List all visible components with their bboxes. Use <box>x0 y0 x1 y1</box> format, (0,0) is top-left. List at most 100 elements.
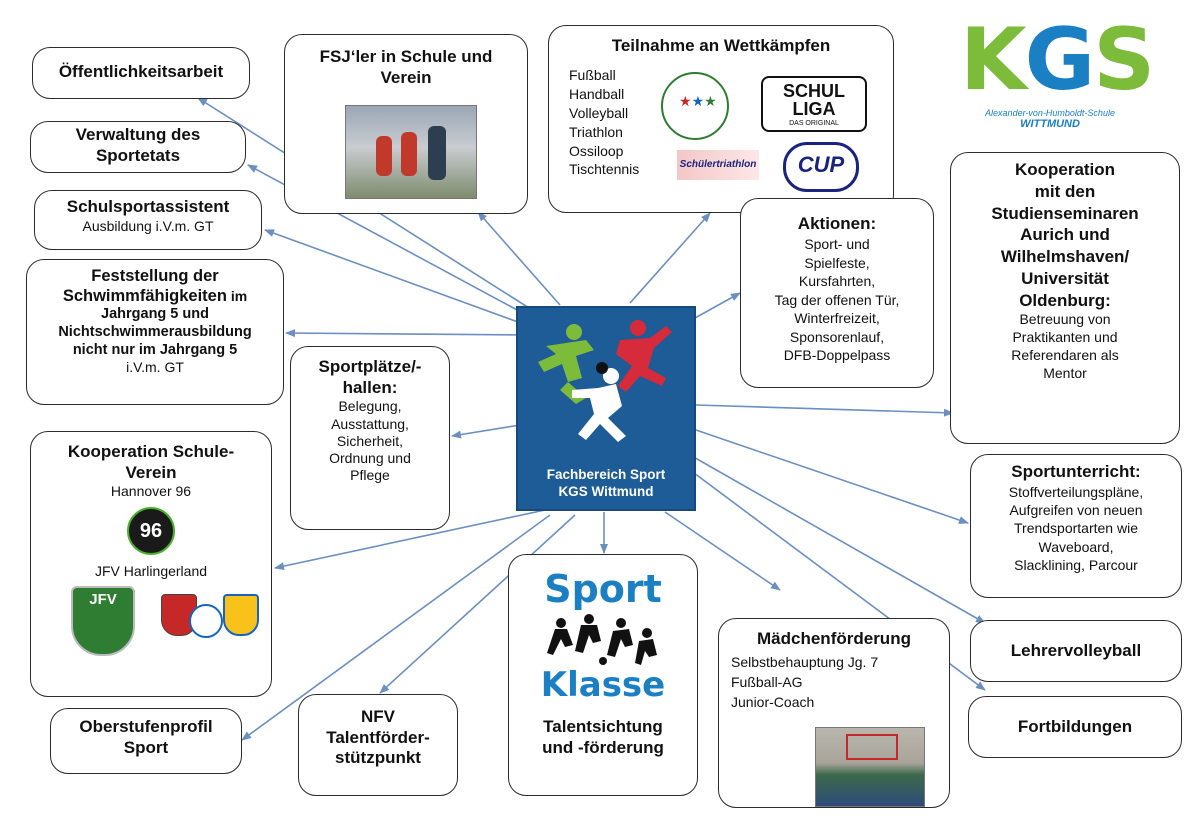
seminar-line: mit den <box>1034 181 1096 201</box>
sportplaetze-item: Sicherheit, <box>336 432 404 449</box>
wettkampf-item: Ossiloop <box>569 142 624 159</box>
box-verwaltung: Verwaltung des Sportetats <box>30 121 246 173</box>
fortbildungen-title: Fortbildungen <box>1017 717 1133 736</box>
arrow-kooperation-verein <box>274 509 546 571</box>
arrow-nfv <box>379 514 576 694</box>
sportunterricht-item: Slacklining, Parcour <box>1014 556 1138 573</box>
arrow-fsj <box>477 211 561 306</box>
sportunterricht-item: Aufgreifen von neuen <box>1009 502 1143 519</box>
aktionen-item: Kursfahrten, <box>798 273 876 290</box>
sportplaetze-title1: Sportplätze/- <box>318 357 422 376</box>
aktionen-item: Sport- und <box>804 236 870 253</box>
sportklasse-logo-text2: Klasse <box>540 665 666 705</box>
schulsportassistent-title: Schulsportassistent <box>66 197 230 216</box>
box-wettkaempfe: Teilnahme an Wettkämpfen Fußball Handbal… <box>548 25 894 213</box>
wettkaempfe-list: Fußball Handball Volleyball Triathlon Os… <box>569 66 639 179</box>
hub-line2: KGS Wittmund <box>558 484 654 500</box>
arrow-sportunterricht <box>695 429 969 524</box>
player-figure-icon <box>401 132 417 176</box>
club-crest-svb-icon <box>189 603 223 638</box>
talent-title1: Talentsichtung <box>543 717 663 736</box>
kgs-caption1: Alexander-von-Humboldt-Schule <box>985 108 1115 118</box>
fsj-title2: Verein <box>380 67 432 87</box>
seminar-line: Studienseminaren <box>991 203 1139 223</box>
seminar-item: Betreuung von <box>1019 311 1111 328</box>
sportunterricht-item: Waveboard, <box>1038 538 1114 555</box>
seminar-item: Mentor <box>1043 364 1087 381</box>
kgs-letter-k: K <box>960 10 1027 110</box>
box-lehrervolleyball: Lehrervolleyball <box>970 620 1182 682</box>
fsj-title1: FSJ‘ler in Schule und <box>319 47 493 66</box>
jfv-badge-text: JFV <box>89 590 117 608</box>
maedchen-item: Fußball-AG <box>731 674 803 691</box>
box-nfv: NFV Talentförder- stützpunkt <box>298 694 458 796</box>
arrow-maedchen <box>664 511 781 591</box>
verwaltung-title1: Verwaltung des <box>75 125 201 144</box>
jfv-shield-icon: JFV <box>71 585 135 656</box>
stars-icon: ★★★ <box>679 93 717 109</box>
sportunterricht-title: Sportunterricht: <box>1011 462 1141 481</box>
player-figure-icon <box>428 126 446 180</box>
maedchen-title: Mädchenförderung <box>757 629 911 648</box>
seminar-line: Kooperation <box>1014 160 1116 179</box>
box-maedchenfoerderung: Mädchenförderung Selbstbehauptung Jg. 7 … <box>718 618 950 808</box>
maedchen-group-photo <box>815 727 925 807</box>
club-jfv: JFV Harlingerland <box>94 562 208 579</box>
verwaltung-title2: Sportetats <box>95 145 181 165</box>
box-schwimmfaehigkeit: Feststellung der Schwimmfähigkeiten im J… <box>26 259 284 405</box>
sportplaetze-item: Ordnung und <box>329 449 411 466</box>
aktionen-item: Sponsorenlauf, <box>789 328 885 345</box>
seminar-item: Praktikanten und <box>1012 329 1118 346</box>
wettkampf-item: Tischtennis <box>569 161 640 178</box>
jugend-trainiert-logo: ★★★ <box>661 72 729 140</box>
aktionen-item: Winterfreizeit, <box>794 310 880 327</box>
hannover-96-logo: 96 <box>127 506 175 555</box>
kgs-school-logo: KGS Alexander-von-Humboldt-Schule WITTMU… <box>960 10 1155 148</box>
wettkampf-item: Handball <box>569 85 625 102</box>
club-crest-sv-icon <box>223 593 259 636</box>
schwimm-line3: Jahrgang 5 und <box>101 306 209 323</box>
kgs-caption2: WITTMUND <box>1020 118 1080 130</box>
box-talentsichtung: Sport Klasse Talentsichtung und -förderu… <box>508 554 698 796</box>
aktionen-item: Tag der offenen Tür, <box>774 291 900 308</box>
fsj-photo <box>345 105 477 199</box>
schwimm-line2b: im <box>226 288 248 305</box>
schulsportassistent-sub: Ausbildung i.V.m. GT <box>82 217 214 234</box>
maedchen-item: Junior-Coach <box>731 694 815 711</box>
aktionen-item: Spielfeste, <box>804 254 870 271</box>
arrow-oberstufe <box>241 514 551 741</box>
wettkampf-item: Volleyball <box>569 104 629 121</box>
arrow-sportplaetze <box>451 424 521 439</box>
wettkaempfe-title: Teilnahme an Wettkämpfen <box>611 36 831 55</box>
athletes-icon <box>538 320 672 442</box>
seminar-line: Universität <box>1021 268 1109 288</box>
schwimm-sub: i.V.m. GT <box>126 359 184 376</box>
schuelertriathlon-logo: Schülertriathlon <box>677 150 759 180</box>
schwimm-line2a: Schwimmfähigkeiten <box>62 287 227 306</box>
talent-title2: und -förderung <box>542 737 664 757</box>
box-oberstufenprofil: Oberstufenprofil Sport <box>50 708 242 774</box>
cup-logo: CUP <box>783 142 859 192</box>
box-sportplaetze: Sportplätze/- hallen: Belegung, Ausstatt… <box>290 346 450 530</box>
wettkampf-item: Fußball <box>569 67 616 83</box>
seminar-item: Referendaren als <box>1011 347 1119 364</box>
hub-fachbereich-sport: Fachbereich Sport KGS Wittmund <box>516 306 696 511</box>
kgs-letters: KGS <box>960 10 1155 110</box>
triathlon-logo-text: Schülertriathlon <box>679 159 757 170</box>
schwimm-line5: nicht nur im Jahrgang 5 <box>72 341 238 358</box>
club-hannover: Hannover 96 <box>110 483 192 500</box>
hannover-96-badge-text: 96 <box>139 519 163 542</box>
kooperation-verein-title2: Verein <box>125 462 177 482</box>
seminar-line: Aurich und <box>1020 225 1110 245</box>
box-fsj: FSJ‘ler in Schule und Verein <box>284 34 528 214</box>
kooperation-verein-title1: Kooperation Schule- <box>67 442 235 461</box>
box-kooperation-studienseminare: Kooperation mit den Studienseminaren Aur… <box>950 152 1180 444</box>
seminar-line: Oldenburg: <box>1019 290 1111 310</box>
schwimm-line1: Feststellung der <box>91 267 219 285</box>
box-schulsportassistent: Schulsportassistent Ausbildung i.V.m. GT <box>34 190 262 250</box>
maedchen-item: Selbstbehauptung Jg. 7 <box>731 653 879 670</box>
schulliga-text2: LIGA <box>792 99 836 119</box>
aktionen-title: Aktionen: <box>797 214 877 233</box>
kgs-letter-g: G <box>1024 10 1096 110</box>
oberstufe-title2: Sport <box>123 737 169 757</box>
